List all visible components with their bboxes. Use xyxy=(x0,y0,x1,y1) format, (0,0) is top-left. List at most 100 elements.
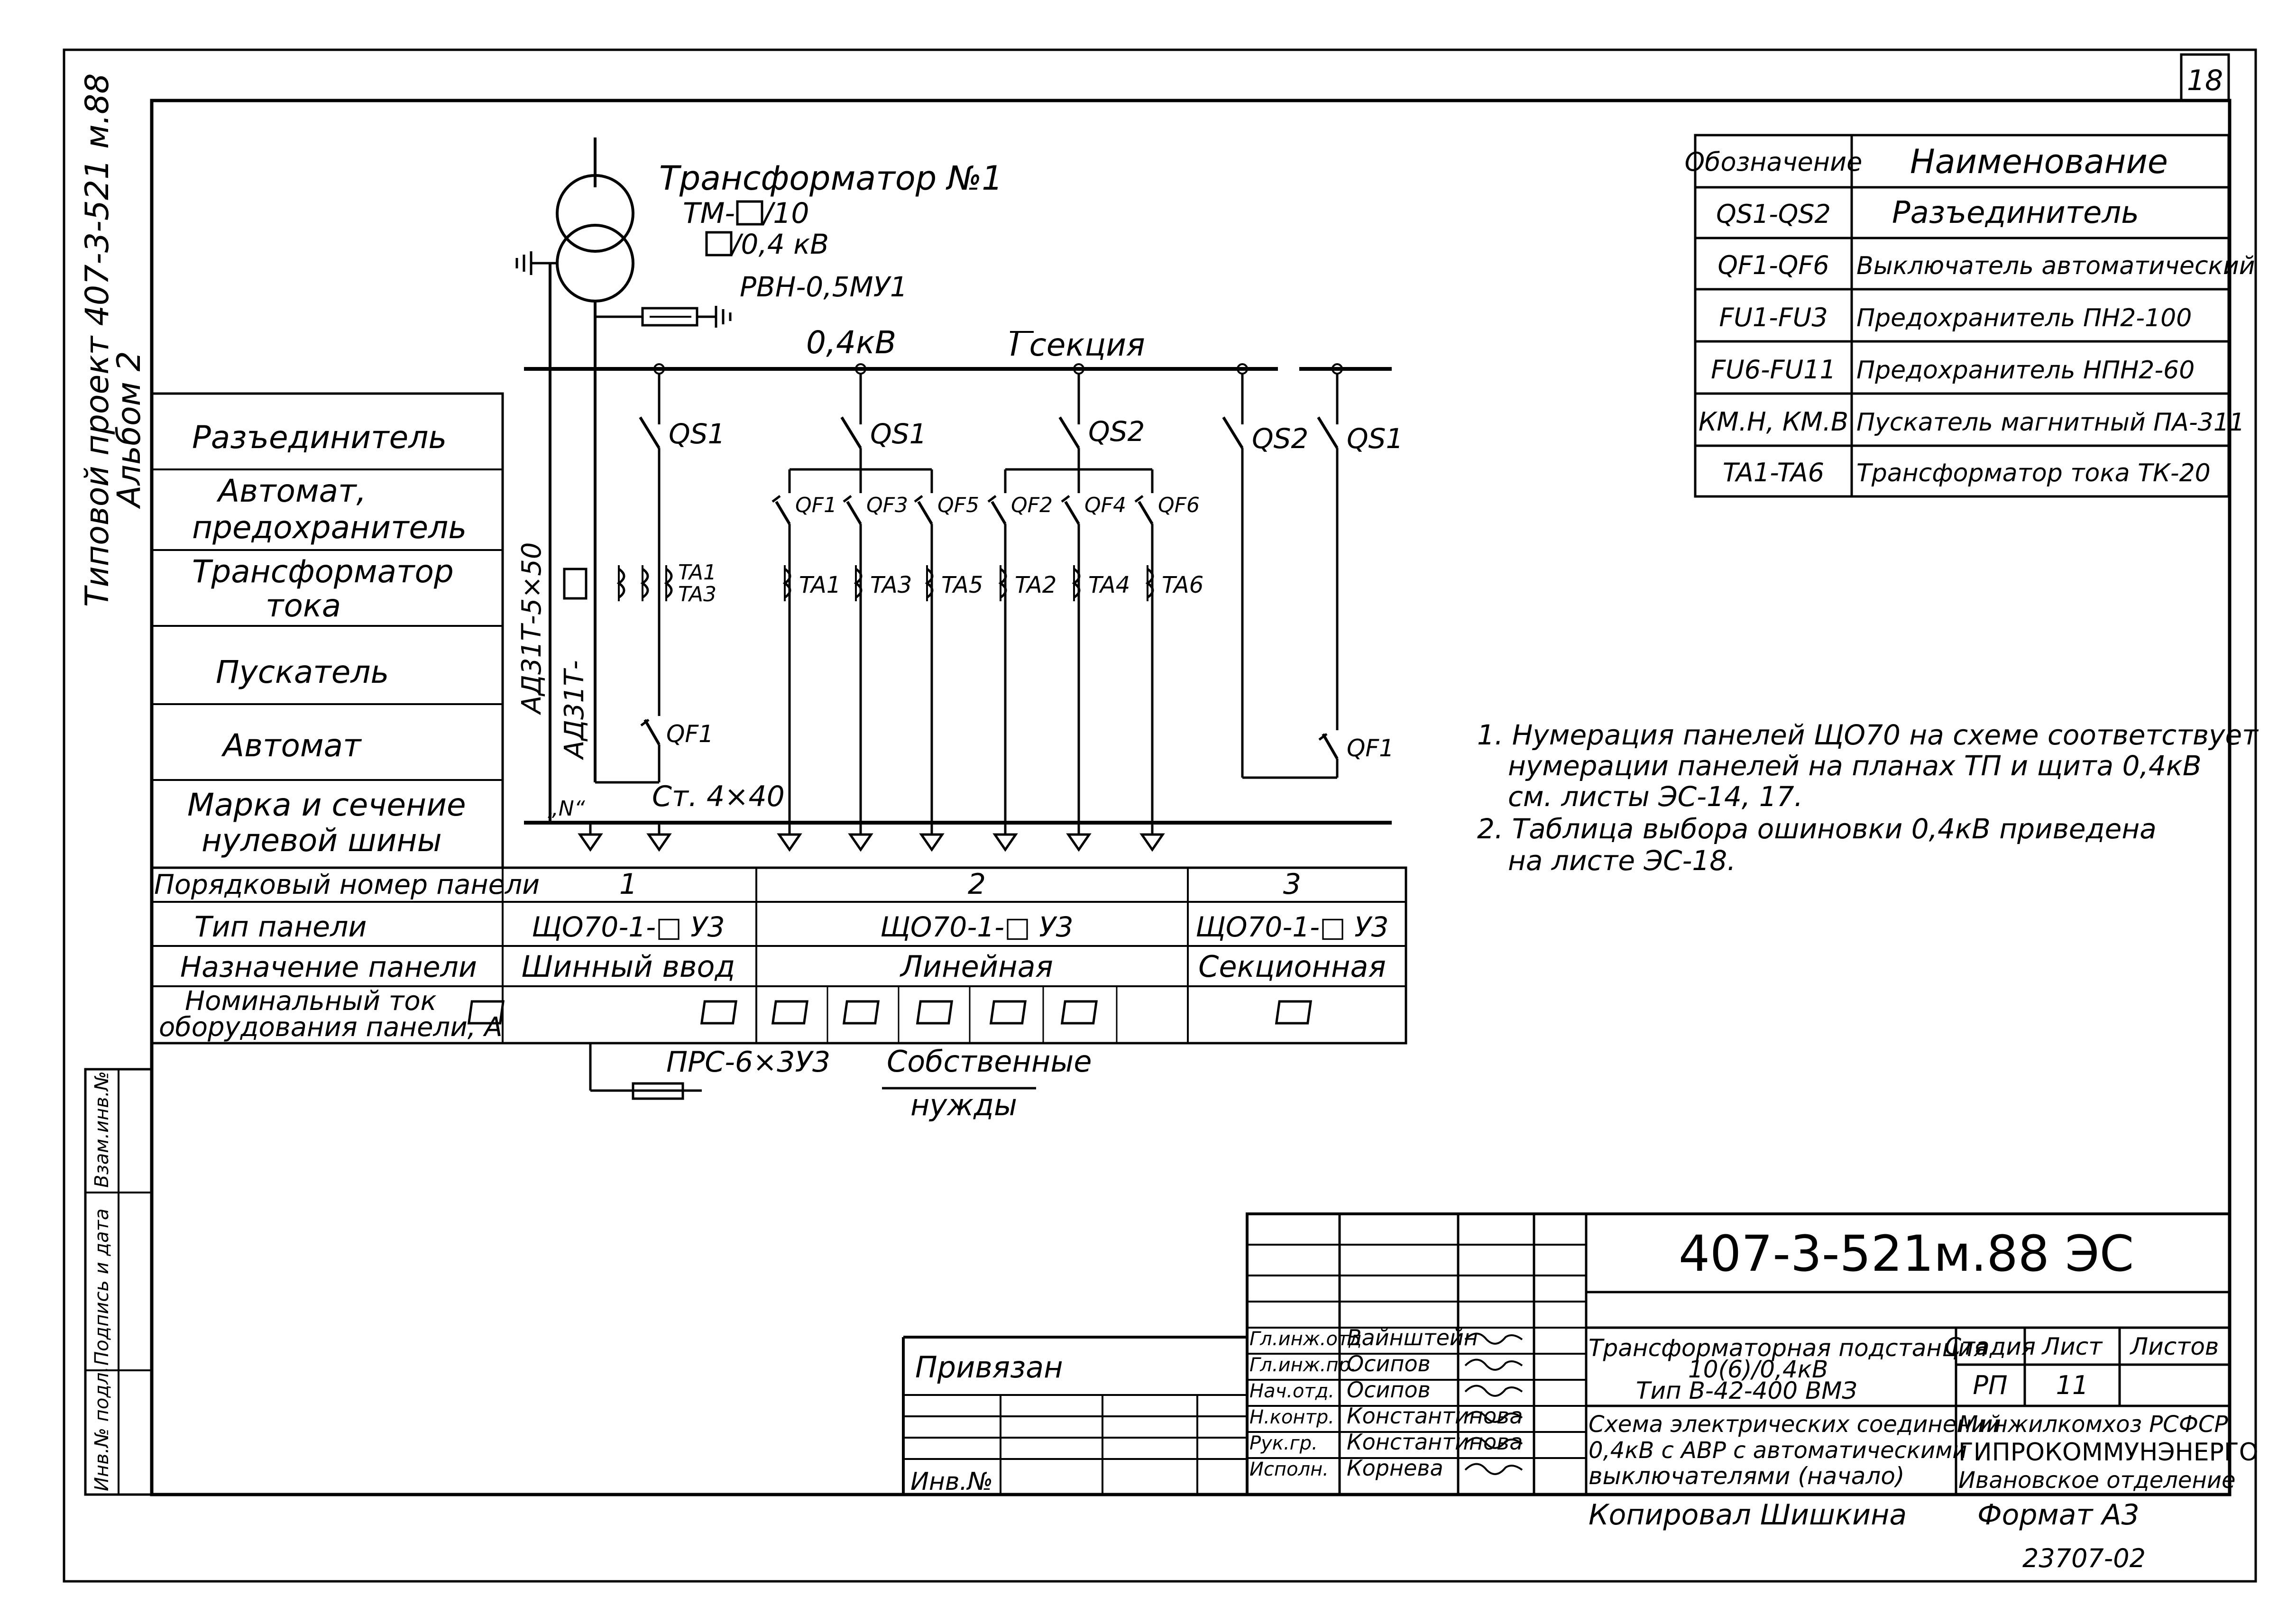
org-line-3: Ивановское отделение xyxy=(1958,1467,2236,1494)
legend-name: Трансформатор тока ТК-20 xyxy=(1856,459,2211,487)
privyazan-label: Привязан xyxy=(915,1350,1063,1385)
fuse xyxy=(632,1082,684,1100)
neutral-terminal xyxy=(646,833,672,852)
current-box xyxy=(1060,1000,1098,1025)
panel-1-purpose: Шинный ввод xyxy=(522,949,735,984)
staff-name: Константинова xyxy=(1347,1429,1523,1455)
org-line-2: ГИПРОКОММУНЭНЕРГО xyxy=(1958,1438,2259,1467)
staff-name: Осипов xyxy=(1347,1377,1431,1403)
staff-name: Осипов xyxy=(1347,1351,1431,1376)
breaker-blade xyxy=(643,719,661,745)
label-ta-p1-a: TA1 xyxy=(678,560,716,585)
object-line-3: Тип В-42-400 ВМЗ xyxy=(1636,1377,1857,1404)
legend-header-code: Обозначение xyxy=(1685,147,1863,177)
side-stamp: Типовой проект 407-3-521 м.88 Альбом 2 И… xyxy=(79,73,153,1496)
panel-2-type: ЩО70-1-□ У3 xyxy=(880,911,1073,943)
ct-panel-1: TA1 TA3 xyxy=(616,560,716,606)
legend-code: FU6-FU11 xyxy=(1711,355,1836,385)
current-box xyxy=(467,1000,505,1025)
sheet-title-2: 0,4кВ с АВР с автоматическими xyxy=(1589,1437,1967,1464)
note-line-4: 2. Таблица выбора ошиновки 0,4кВ приведе… xyxy=(1477,813,2157,845)
legend-code: QS1-QS2 xyxy=(1716,199,1831,229)
breaker-blade xyxy=(991,501,1007,525)
staff-rows: Гл.инж.отдВайнштейнГл.инж.пр.ОсиповНач.о… xyxy=(1249,1325,1523,1481)
cable-neutral-label: АД31Т- xyxy=(559,660,590,760)
row-label-table: Разъединитель Автомат,предохранитель Тра… xyxy=(150,392,504,869)
feeder-panel-3 xyxy=(1222,363,1343,779)
object-line-1: Трансформаторная подстанция xyxy=(1589,1334,1988,1362)
row-label-breaker: Автомат xyxy=(221,727,362,764)
staff-role: Гл.инж.отд xyxy=(1249,1328,1362,1350)
label-qf-branch: QF4 xyxy=(1084,493,1126,517)
transformer-t1: Трансформатор №1 ТМ- /10 /0,4 кВ РВН-0,5… xyxy=(515,138,1003,823)
signature xyxy=(1464,1332,1523,1345)
label-qf-branch: QF6 xyxy=(1158,493,1200,517)
note-line-3: см. листы ЭС-14, 17. xyxy=(1508,780,1803,813)
row-label-breaker-fuse: Автомат,предохранитель xyxy=(192,473,467,546)
neutral-mark: „N“ xyxy=(548,797,585,821)
panel-row-type: Тип панели xyxy=(194,910,367,944)
breaker-blade xyxy=(775,501,791,525)
neutral-terminal xyxy=(578,833,603,852)
label-ta-branch: TA2 xyxy=(1015,572,1056,598)
title-block: Привязан Инв.№ Гл.инж.отдВайнштейнГл.инж… xyxy=(902,1212,2259,1573)
note-line-2: нумерации панелей на планах ТП и щита 0,… xyxy=(1508,750,2202,782)
feeder-panel-2-a xyxy=(788,363,933,493)
panel-row-purpose: Назначение панели xyxy=(180,951,477,984)
rating-box xyxy=(736,200,763,226)
panel-2-number: 2 xyxy=(968,868,986,901)
current-box xyxy=(842,1000,880,1025)
label-ta-branch: TA1 xyxy=(799,572,841,598)
neutral-terminal xyxy=(919,833,945,852)
signature xyxy=(1464,1411,1523,1423)
staff-role: Исполн. xyxy=(1249,1459,1329,1480)
legend-name: Предохранитель ПН2-100 xyxy=(1856,304,2192,332)
stage-header: Стадия xyxy=(1945,1333,2036,1360)
panel-1-number: 1 xyxy=(619,868,637,901)
label-qs-1: QS1 xyxy=(669,418,725,450)
panel-3-type: ЩО70-1-□ У3 xyxy=(1195,911,1388,943)
notes: 1. Нумерация панелей ЩО70 на схеме соотв… xyxy=(1477,719,2259,877)
disconnector-blade xyxy=(639,416,661,449)
staff-name: Корнева xyxy=(1347,1455,1443,1481)
row-label-disconnector: Разъединитель xyxy=(192,419,447,456)
panel-1-type: ЩО70-1-□ У3 xyxy=(532,911,725,943)
label-ta-branch: TA5 xyxy=(941,572,983,598)
note-line-1: 1. Нумерация панелей ЩО70 на схеме соотв… xyxy=(1477,719,2259,751)
transformer-winding-hv xyxy=(556,174,634,253)
panel-3-number: 3 xyxy=(1283,868,1301,901)
page-number: 18 xyxy=(2187,64,2223,97)
current-box xyxy=(771,1000,809,1025)
legend-code: TA1-TA6 xyxy=(1723,458,1824,487)
transformer-hv: /10 xyxy=(761,197,809,230)
signature xyxy=(1464,1358,1523,1371)
legend-name: Пускатель магнитный ПА-311 xyxy=(1856,408,2245,437)
breaker-blade xyxy=(846,501,862,525)
staff-role: Рук.гр. xyxy=(1249,1432,1318,1454)
neutral-bus-label: Ст. 4×40 xyxy=(652,780,785,813)
breaker-blade xyxy=(1064,501,1080,525)
staff-name: Константинова xyxy=(1347,1403,1523,1429)
panel-row-number: Порядковый номер панели xyxy=(154,869,540,900)
staff-role: Н.контр. xyxy=(1249,1406,1334,1428)
label-ta-branch: TA6 xyxy=(1162,572,1203,598)
signature xyxy=(1464,1385,1523,1397)
side-field-sign-date: Подпись и дата xyxy=(91,1209,113,1366)
label-ta-p1-b: TA3 xyxy=(678,582,716,606)
bus-voltage: 0,4кВ xyxy=(806,324,896,361)
format-label: Формат А3 xyxy=(1977,1498,2140,1532)
current-box xyxy=(1275,1000,1313,1025)
panel-2-purpose: Линейная xyxy=(900,949,1053,984)
neutral-terminal xyxy=(1066,833,1092,852)
feeder-panel-1 xyxy=(595,363,665,784)
org-line-1: Минжилкомхоз РСФСР xyxy=(1958,1411,2228,1438)
neutral-terminal xyxy=(848,833,873,852)
sheet-title-1: Схема электрических соединений xyxy=(1589,1411,2001,1438)
current-box xyxy=(700,1000,738,1025)
